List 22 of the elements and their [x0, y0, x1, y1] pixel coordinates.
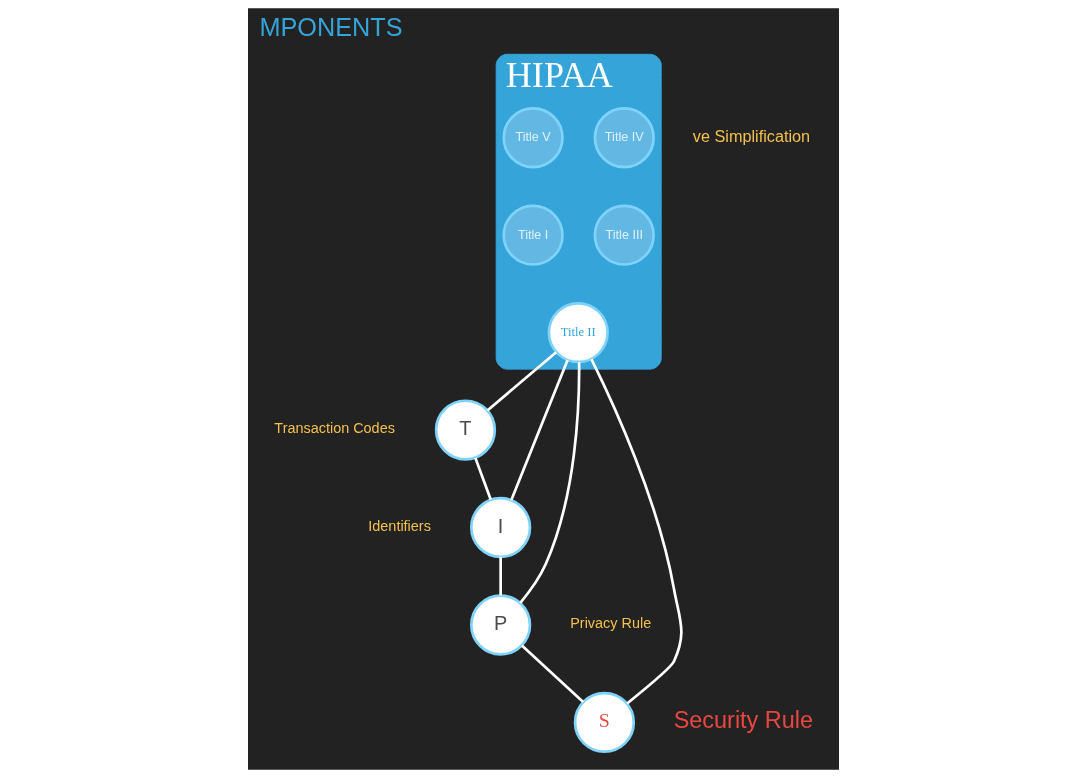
node-circle: Title II [547, 301, 609, 364]
node-circle: S [573, 691, 636, 754]
node-label: Transaction Codes [274, 420, 395, 437]
connector [499, 556, 502, 596]
connector [486, 351, 558, 412]
node-circle: Title V [502, 107, 564, 169]
node-label: Identifiers [368, 517, 431, 534]
connector [510, 359, 569, 501]
connector [474, 457, 492, 501]
node-circle: Title IV [593, 107, 655, 169]
node-circle: P [469, 594, 532, 656]
node-circle: I [469, 496, 532, 559]
connector [590, 358, 683, 705]
node-circle: T [434, 399, 497, 461]
diagram-title: MPONENTS [259, 12, 403, 41]
node-label: Privacy Rule [570, 615, 652, 632]
node-circle: Title III [593, 204, 655, 266]
label: ve Simplification [692, 126, 811, 145]
connector [520, 644, 585, 703]
node-circle: Title I [502, 204, 564, 266]
connector [519, 362, 581, 604]
node-label: Security Rule [673, 707, 814, 734]
